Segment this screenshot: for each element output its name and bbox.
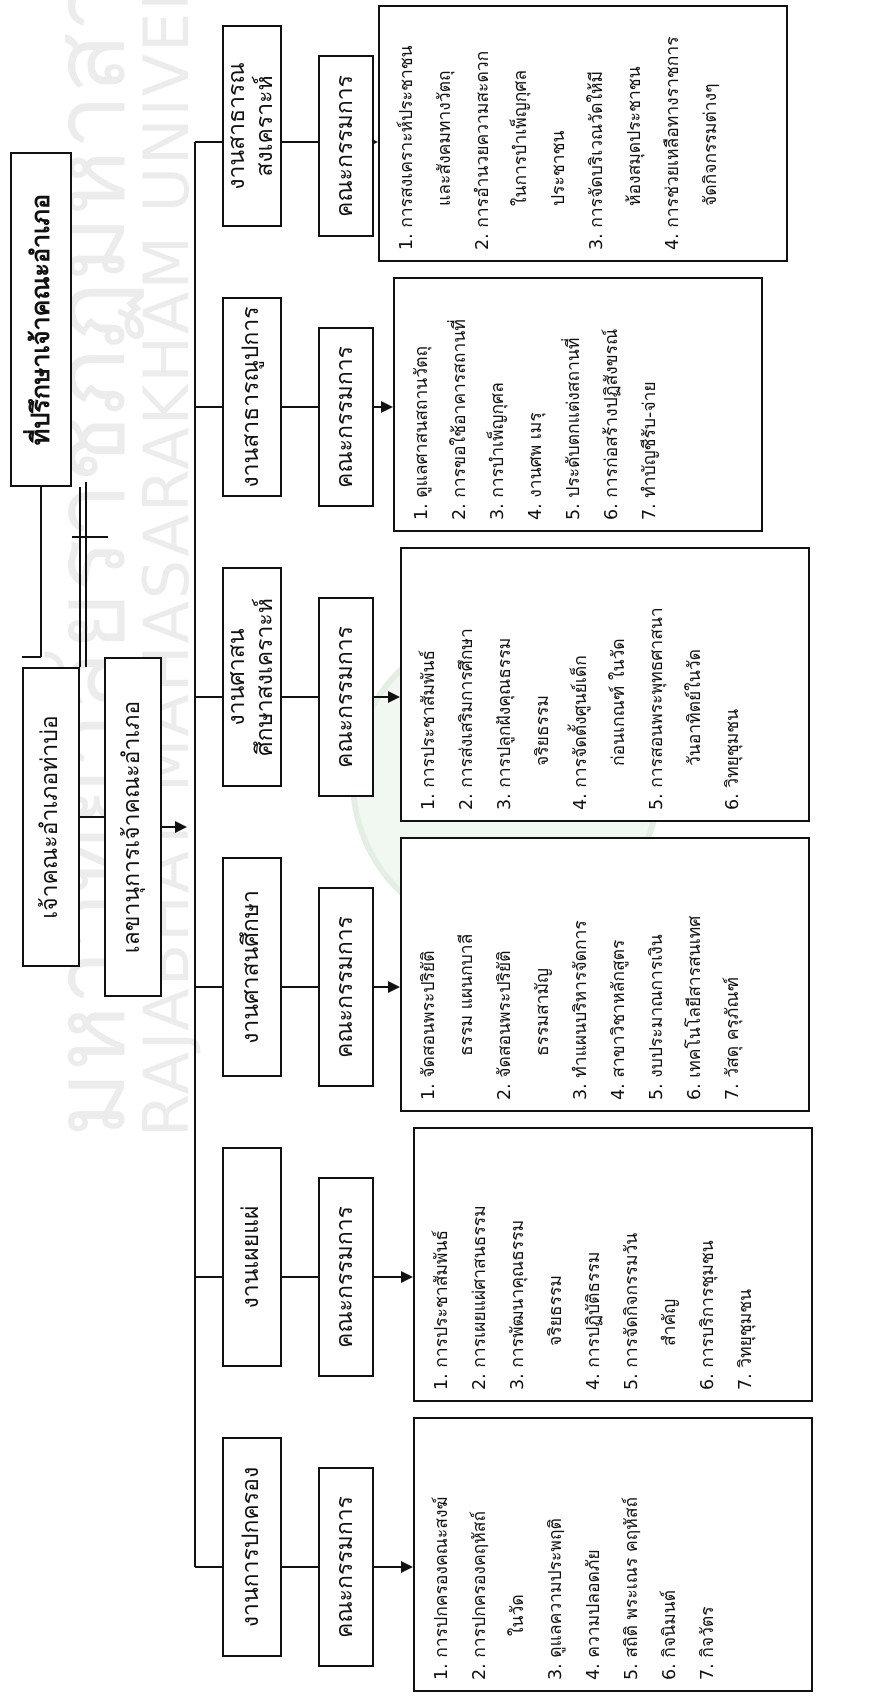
duty-item: 4. การปฏิบัติธรรม (584, 1251, 604, 1390)
dept-title-label: งานศาสนศึกษาสงเคราะห์ (224, 598, 278, 756)
dept-religious-education-committee-box: คณะกรรมการ (318, 887, 374, 1087)
duty-item: 1. การประชาสัมพันธ์ (419, 649, 439, 810)
duty-item: 2. การอำนวยความสะดวก (473, 50, 493, 250)
committee-label: คณะกรรมการ (332, 625, 359, 769)
dept-governance-duties-list: 1. การปกครองคณะสงฆ์ 2. การปกครองคฤหัสถ์ ใน… (413, 1417, 813, 1692)
duty-item: ในการบำเพ็ญกุศล (511, 69, 531, 206)
duty-item: 2. จัดสอนพระปริยัติ (495, 950, 515, 1101)
dept-propagation-title-box: งานเผยแผ่ (222, 1147, 282, 1367)
dept-title-label: งานศาสนศึกษา (238, 890, 265, 1044)
duty-item: 4. สาขาวิชาหลักสูตร (609, 939, 629, 1100)
duty-item: 4. การช่วยเหลือทางราชการ (663, 36, 683, 250)
dept-public-welfare-committee-box: คณะกรรมการ (318, 55, 374, 237)
duty-item: 3. ดูแลความประพฤติ (546, 1518, 566, 1680)
committee-label: คณะกรรมการ (332, 1495, 359, 1639)
committee-label: คณะกรรมการ (332, 915, 359, 1059)
duty-item: 1. การประชาสัมพันธ์ (432, 1229, 452, 1390)
duty-item: 6. กิจนิมนต์ (660, 1590, 680, 1680)
duty-item: ก่อนเกณฑ์ ในวัด (609, 638, 629, 766)
dept-religious-education-duties-list: 1. จัดสอนพระปริยัติ ธรรม แผนกบาลี 2. จัดสอ… (400, 837, 810, 1112)
dept-title-label: งานสาธารณสงเคราะห์ (224, 62, 278, 190)
duty-item: 6. การบริการชุมชน (698, 1240, 718, 1390)
duty-item: 7. วิทยุชุมชน (736, 1288, 756, 1390)
head-label: เจ้าคณะอำเภอท่าบ่อ (37, 715, 64, 919)
dept-propagation-duties-list: 1. การประชาสัมพันธ์ 2. การเผยแผ่ศาสนธรรม 3… (413, 1127, 813, 1402)
duty-item: ห้องสมุดประชาชน (625, 66, 645, 206)
duty-item: ธรรม แผนกบาลี (457, 933, 477, 1056)
duty-item: 5. การสอนพระพุทธศาสนา (647, 607, 667, 810)
duty-item: 6. วิทยุชุมชน (723, 708, 743, 810)
duty-item: ธรรมสามัญ (533, 968, 553, 1056)
duty-item: 3. ทำแผนบริหารจัดการ (571, 920, 591, 1100)
dept-title-label: งานการปกครอง (238, 1466, 265, 1628)
dept-public-facilities-title-box: งานสาธารณูปการ (222, 297, 282, 497)
duty-item: 5. ประดับตกแต่งสถานที่ (564, 337, 584, 520)
dept-public-welfare-title-box: งานสาธารณสงเคราะห์ (222, 25, 282, 227)
duty-item: จริยธรรม (533, 695, 553, 766)
duty-item: 3. การจัดบริเวณวัดให้มี (587, 70, 607, 250)
duty-item: 1. จัดสอนพระปริยัติ (419, 950, 439, 1101)
dept-education-welfare-duties-list: 1. การประชาสัมพันธ์ 2. การส่งเสริมการศึกษ… (400, 547, 810, 822)
advisor-box: ที่ปรึกษาเจ้าคณะอำเภอ (10, 152, 72, 487)
duty-item: 2. การขอใช้อาคารสถานที่ (450, 319, 470, 520)
committee-label: คณะกรรมการ (332, 1205, 359, 1349)
committee-label: คณะกรรมการ (332, 345, 359, 489)
duty-item: 3. การบำเพ็ญกุศล (488, 382, 508, 520)
dept-public-facilities-duties-list: 1. ดูแลศาสนสถานวัตถุ 2. การขอใช้อาคารสถาน… (393, 277, 763, 532)
dept-title-label: งานเผยแผ่ (238, 1205, 265, 1309)
dept-public-welfare-duties-list: 1. การสงเคราะห์ประชาชน และสังคมทางวัตถุ 2.… (378, 5, 788, 262)
duty-item: 7. ทำบัญชีรับ-จ่าย (640, 381, 660, 520)
advisor-label: ที่ปรึกษาเจ้าคณะอำเภอ (26, 193, 55, 446)
dept-title-label: งานสาธารณูปการ (238, 306, 265, 488)
duty-item: 3. การปลูกฝังคุณธรรม (495, 637, 515, 810)
duty-item: 1. การปกครองคณะสงฆ์ (432, 1496, 452, 1680)
dept-governance-committee-box: คณะกรรมการ (318, 1467, 374, 1667)
duty-item: 5. การจัดกิจกรรมวัน (622, 1232, 642, 1390)
duty-item: และสังคมทางวัตถุ (435, 70, 455, 206)
duty-item: วันอาทิตย์ในวัด (685, 649, 705, 766)
duty-item: จริยธรรม (546, 1275, 566, 1346)
secretary-label: เลขานุการเจ้าคณะอำเภอ (119, 700, 146, 954)
duty-item: 5. งบประมาณการเงิน (647, 934, 667, 1100)
dept-education-welfare-title-box: งานศาสนศึกษาสงเคราะห์ (222, 567, 282, 787)
duty-item: 1. การสงเคราะห์ประชาชน (397, 45, 417, 250)
dept-public-facilities-committee-box: คณะกรรมการ (318, 327, 374, 507)
duty-item: 4. การจัดตั้งศูนย์เด็ก (571, 655, 591, 810)
duty-item: ในวัด (508, 1594, 528, 1636)
committee-label: คณะกรรมการ (332, 74, 359, 218)
duty-item: สำคัญ (660, 1298, 680, 1346)
duty-item: ประชาชน (549, 130, 569, 206)
duty-item: 7. กิจวัตร (698, 1606, 718, 1680)
duty-item: 5. สถิติ พระเณร คฤหัสถ์ (622, 1496, 642, 1680)
dept-education-welfare-committee-box: คณะกรรมการ (318, 597, 374, 797)
duty-item: 4. ความปลอดภัย (584, 1549, 604, 1680)
duty-item: 1. ดูแลศาสนสถานวัตถุ (412, 345, 432, 520)
duty-item: 4. งานศพ เมรุ (526, 412, 546, 520)
dept-religious-education-title-box: งานศาสนศึกษา (222, 857, 282, 1077)
duty-item: 2. การปกครองคฤหัสถ์ (470, 1510, 490, 1680)
duty-item: 6. เทคโนโลยีสารสนเทศ (685, 915, 705, 1100)
duty-item: 2. การส่งเสริมการศึกษา (457, 628, 477, 810)
duty-item: จัดกิจกรรมต่างๆ (701, 83, 721, 206)
dept-governance-title-box: งานการปกครอง (222, 1437, 282, 1657)
head-box: เจ้าคณะอำเภอท่าบ่อ (22, 667, 80, 967)
dept-propagation-committee-box: คณะกรรมการ (318, 1177, 374, 1377)
duty-item: 6. การก่อสร้างปฏิสังขรณ์ (602, 328, 622, 520)
duty-item: 2. การเผยแผ่ศาสนธรรม (470, 1205, 490, 1390)
duty-item: 3. การพัฒนาคุณธรรม (508, 1219, 528, 1390)
secretary-box: เลขานุการเจ้าคณะอำเภอ (104, 657, 162, 997)
duty-item: 7. วัสดุ ครุภัณฑ์ (723, 976, 743, 1100)
